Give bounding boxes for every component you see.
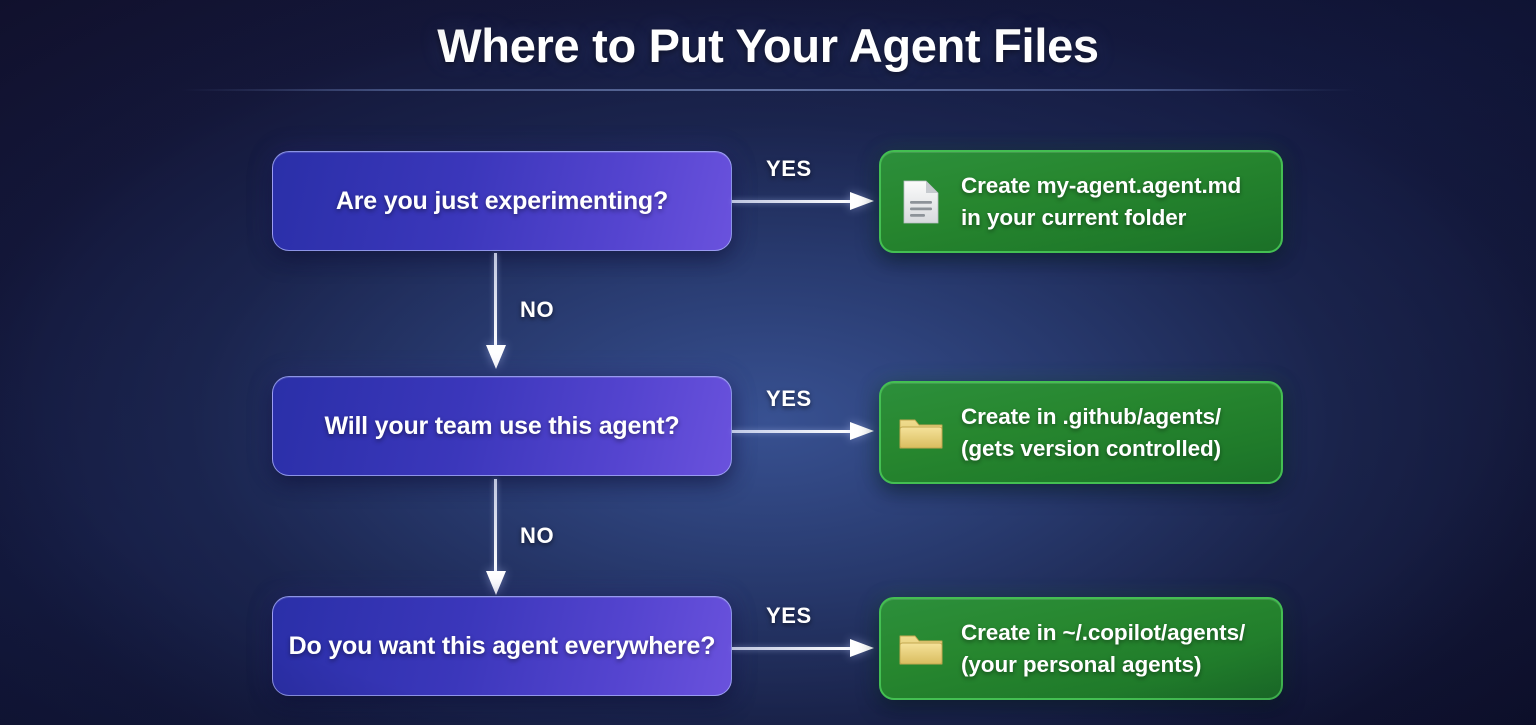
page-title: Where to Put Your Agent Files [437,19,1099,72]
no-arrow-1: NO [485,253,614,369]
yes-arrow-2: YES [732,386,880,447]
outcome-line-2: (gets version controlled) [961,435,1222,461]
title-divider [180,89,1356,91]
outcome-box-github-agents[interactable]: Create in .github/agents/ (gets version … [879,381,1283,484]
arrow-line [494,479,497,571]
yes-label: YES [766,156,812,181]
arrow-head-icon [485,571,506,595]
outcome-line-1: Create in ~/.copilot/agents/ [961,619,1246,645]
outcome-line-2: in your current folder [961,204,1187,230]
arrow-head-icon [850,639,874,657]
folder-icon [898,625,944,673]
yes-arrow-1: YES [732,156,880,217]
document-icon [898,178,944,226]
outcome-label: Create in ~/.copilot/agents/ (your perso… [961,617,1245,681]
decision-label: Will your team use this agent? [324,411,680,440]
outcome-line-2: (your personal agents) [961,651,1202,677]
arrow-head-icon [850,422,874,440]
yes-label: YES [766,386,812,411]
decision-box-team-use[interactable]: Will your team use this agent? [272,376,732,476]
outcome-label: Create my-agent.agent.md in your current… [961,170,1241,234]
decision-box-everywhere[interactable]: Do you want this agent everywhere? [272,596,732,696]
yes-label: YES [766,603,812,628]
arrow-line [732,200,852,203]
decision-label: Do you want this agent everywhere? [288,631,716,660]
outcome-line-1: Create in .github/agents/ [961,403,1222,429]
decision-box-experimenting[interactable]: Are you just experimenting? [272,151,732,251]
arrow-head-icon [850,192,874,210]
yes-arrow-3: YES [732,603,880,664]
arrow-line [732,647,852,650]
outcome-line-1: Create my-agent.agent.md [961,172,1242,198]
decision-label: Are you just experimenting? [335,186,669,215]
arrow-line [732,430,852,433]
folder-icon [898,409,944,457]
outcome-label: Create in .github/agents/ (gets version … [961,401,1221,465]
no-arrow-2: NO [485,479,614,595]
outcome-box-current-folder[interactable]: Create my-agent.agent.md in your current… [879,150,1283,253]
arrow-line [494,253,497,345]
no-label: NO [520,297,555,322]
no-label: NO [520,523,555,548]
outcome-box-copilot-agents[interactable]: Create in ~/.copilot/agents/ (your perso… [879,597,1283,700]
arrow-head-icon [485,345,506,369]
